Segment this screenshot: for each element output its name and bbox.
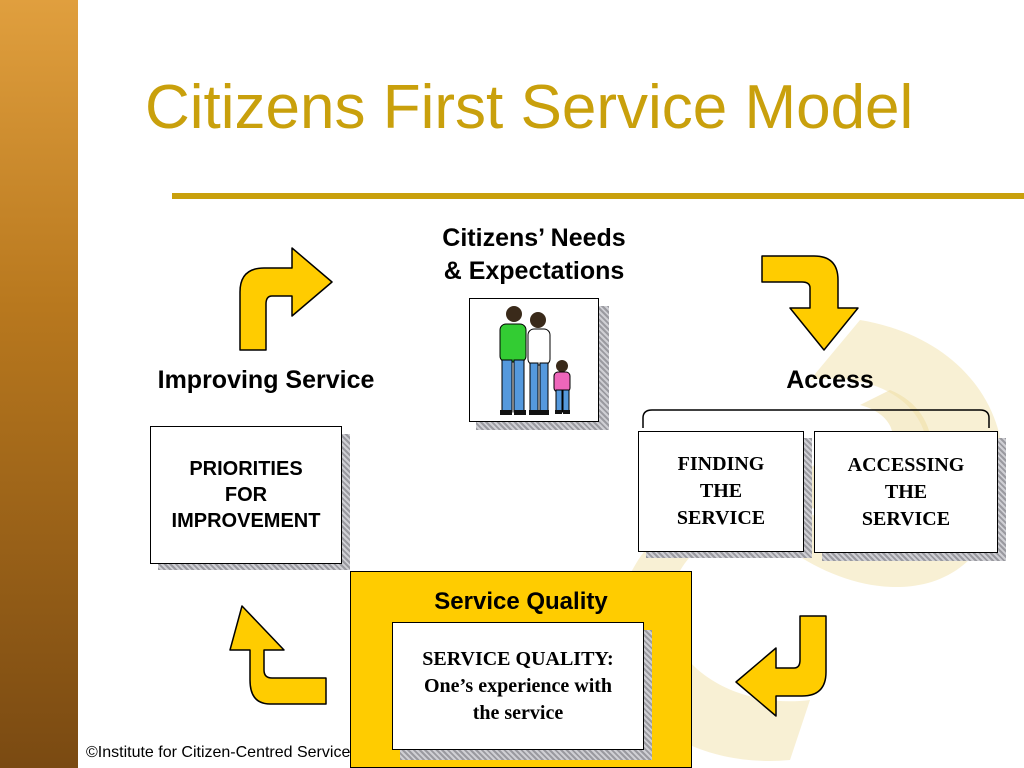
people-box (469, 298, 599, 422)
footer-copyright: ©Institute for Citizen-Centred Service (86, 744, 350, 761)
arrow-up-right (239, 247, 333, 351)
finding-box: FINDING THE SERVICE (638, 431, 804, 552)
access-label: Access (786, 366, 874, 394)
center-label: Citizens’ Needs & Expectations (442, 224, 626, 285)
service-quality-box: SERVICE QUALITY: One’s experience with t… (392, 622, 644, 750)
left-accent-bar (0, 0, 78, 768)
family-clipart (499, 306, 571, 415)
arrow-left-up (229, 605, 327, 705)
arrow-right-down (761, 255, 859, 351)
service-quality-label: Service Quality (434, 588, 608, 615)
priorities-box: PRIORITIES FOR IMPROVEMENT (150, 426, 342, 564)
title-underline (172, 193, 1024, 199)
access-bracket (642, 409, 990, 428)
slide-title: Citizens First Service Model (145, 73, 914, 142)
improving-service-label: Improving Service (157, 366, 375, 394)
arrow-down-left (735, 615, 827, 717)
accessing-box: ACCESSING THE SERVICE (814, 431, 998, 553)
